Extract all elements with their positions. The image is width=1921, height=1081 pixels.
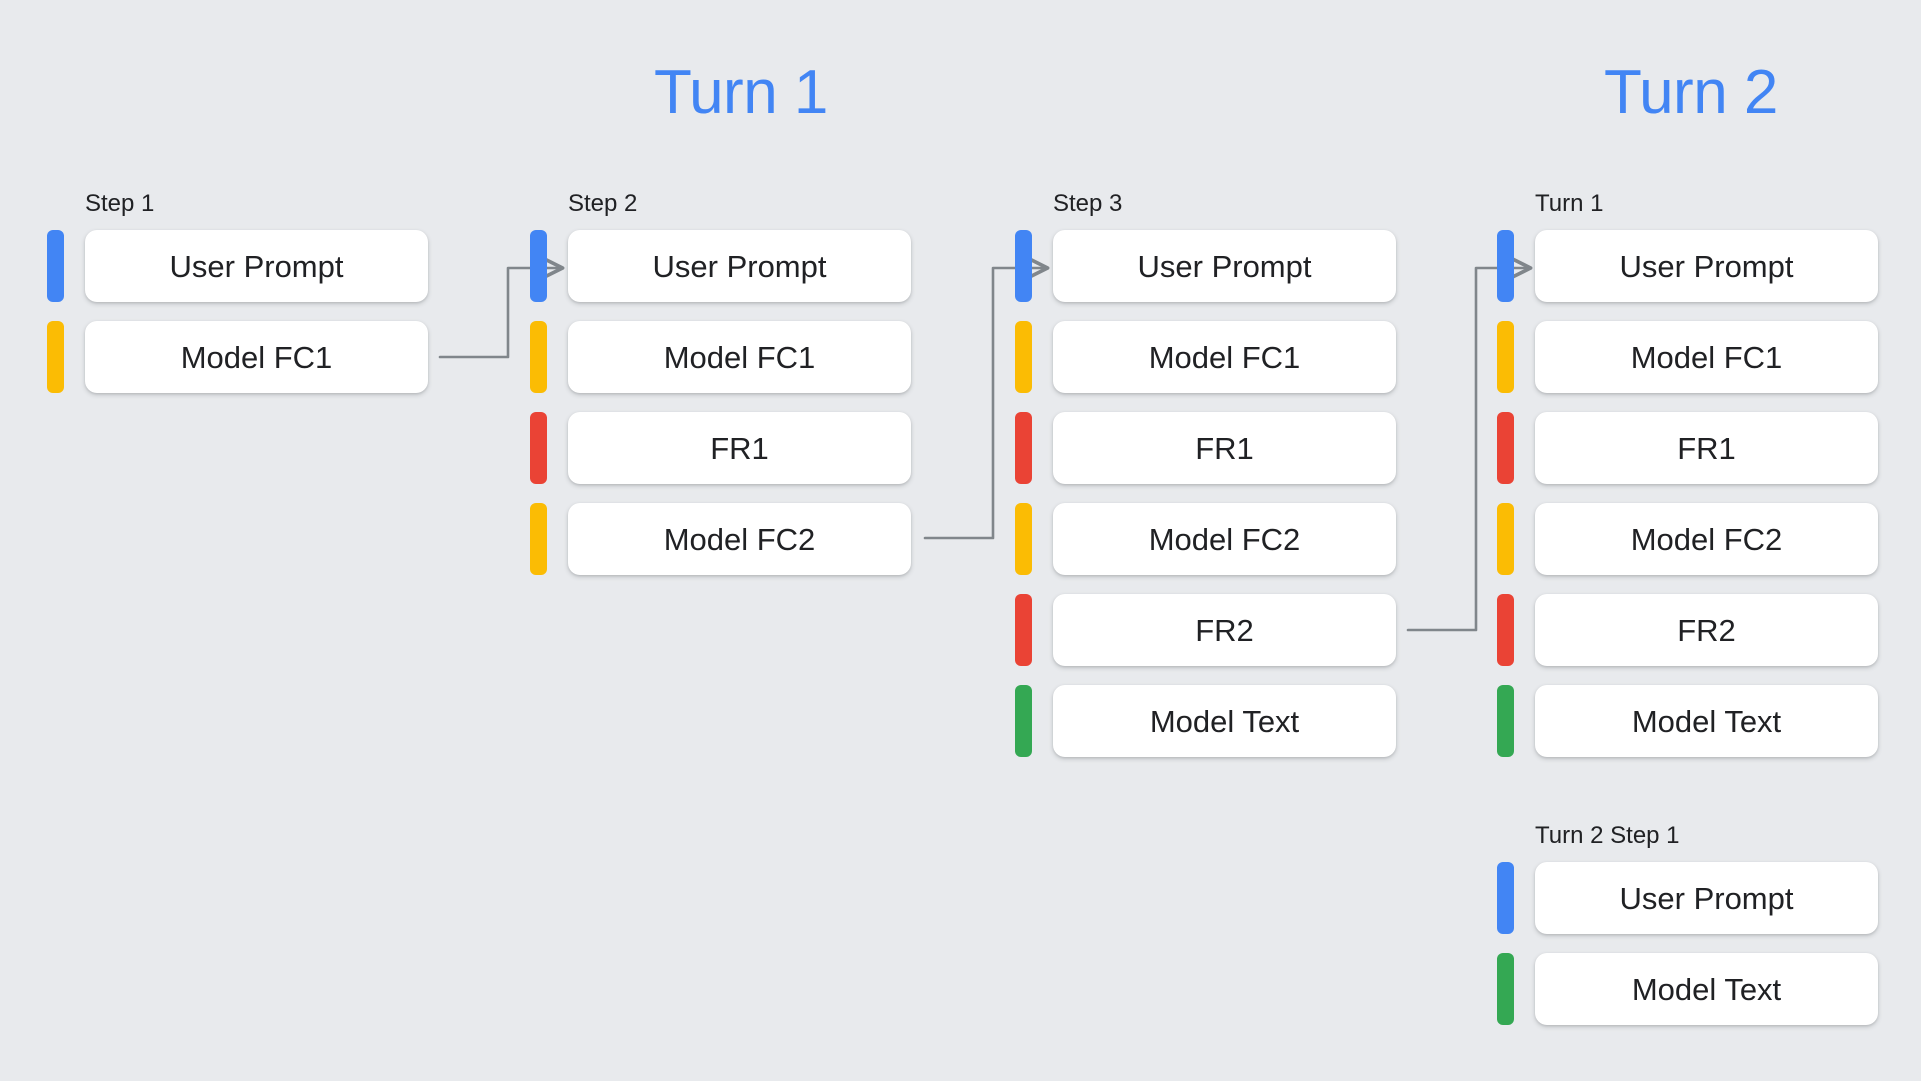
message-row[interactable]: FR1	[530, 412, 911, 484]
role-color-bar-green	[1497, 953, 1514, 1025]
message-row[interactable]: Model FC1	[1015, 321, 1396, 393]
role-color-bar-yellow	[47, 321, 64, 393]
role-color-bar-red	[1497, 412, 1514, 484]
message-row[interactable]: Model FC1	[1497, 321, 1878, 393]
message-card-label: FR2	[1195, 612, 1254, 648]
turn-1-heading: Turn 1	[654, 58, 828, 127]
message-card-label: User Prompt	[652, 248, 827, 284]
role-color-bar-red	[1497, 594, 1514, 666]
message-card-label: Model FC2	[1148, 521, 1301, 557]
message-card[interactable]: Model FC1	[1535, 321, 1878, 393]
message-card[interactable]: User Prompt	[85, 230, 428, 302]
message-card[interactable]: Model FC1	[1053, 321, 1396, 393]
column-label-step-3: Step 3	[1053, 190, 1123, 217]
message-card[interactable]: Model FC1	[85, 321, 428, 393]
message-card-label: FR1	[1195, 430, 1254, 466]
message-row[interactable]: FR2	[1497, 594, 1878, 666]
message-row[interactable]: User Prompt	[1015, 230, 1396, 302]
message-card[interactable]: FR1	[568, 412, 911, 484]
message-card[interactable]: User Prompt	[1535, 230, 1878, 302]
role-color-bar-blue	[1497, 230, 1514, 302]
message-row[interactable]: Model Text	[1497, 685, 1878, 757]
message-card-label: Model FC1	[1630, 339, 1783, 375]
message-card[interactable]: Model FC2	[1535, 503, 1878, 575]
column-label-turn-2-step-1: Turn 2 Step 1	[1535, 822, 1680, 849]
role-color-bar-yellow	[1497, 321, 1514, 393]
message-row[interactable]: User Prompt	[47, 230, 428, 302]
message-card-label: Model FC1	[1148, 339, 1301, 375]
message-row[interactable]: User Prompt	[530, 230, 911, 302]
message-row[interactable]: Model Text	[1015, 685, 1396, 757]
message-row[interactable]: FR1	[1497, 412, 1878, 484]
column-label-step-2: Step 2	[568, 190, 638, 217]
message-row[interactable]: Model FC2	[1497, 503, 1878, 575]
message-row[interactable]: Model FC2	[530, 503, 911, 575]
message-card[interactable]: FR2	[1053, 594, 1396, 666]
message-card-label: Model FC2	[663, 521, 816, 557]
message-card[interactable]: FR2	[1535, 594, 1878, 666]
message-card-label: FR1	[1677, 430, 1736, 466]
message-card-label: Model Text	[1631, 971, 1782, 1007]
role-color-bar-yellow	[1015, 321, 1032, 393]
message-card-label: User Prompt	[1137, 248, 1312, 284]
message-row[interactable]: Model FC1	[47, 321, 428, 393]
message-card[interactable]: Model FC2	[1053, 503, 1396, 575]
message-card[interactable]: Model Text	[1535, 953, 1878, 1025]
message-card-label: FR2	[1677, 612, 1736, 648]
message-row[interactable]: FR2	[1015, 594, 1396, 666]
column-label-turn-2-turn-1: Turn 1	[1535, 190, 1604, 217]
message-row[interactable]: Model FC2	[1015, 503, 1396, 575]
message-row[interactable]: FR1	[1015, 412, 1396, 484]
message-card[interactable]: Model FC1	[568, 321, 911, 393]
role-color-bar-red	[530, 412, 547, 484]
role-color-bar-yellow	[1497, 503, 1514, 575]
message-card[interactable]: Model FC2	[568, 503, 911, 575]
message-card-label: Model FC2	[1630, 521, 1783, 557]
role-color-bar-blue	[1497, 862, 1514, 934]
message-card[interactable]: User Prompt	[1053, 230, 1396, 302]
role-color-bar-red	[1015, 412, 1032, 484]
turn-2-heading: Turn 2	[1604, 58, 1778, 127]
message-row[interactable]: Model Text	[1497, 953, 1878, 1025]
message-row[interactable]: User Prompt	[1497, 230, 1878, 302]
message-card[interactable]: Model Text	[1535, 685, 1878, 757]
message-card-label: Model Text	[1631, 703, 1782, 739]
message-card-label: User Prompt	[169, 248, 344, 284]
role-color-bar-yellow	[1015, 503, 1032, 575]
role-color-bar-blue	[47, 230, 64, 302]
message-card[interactable]: FR1	[1053, 412, 1396, 484]
role-color-bar-green	[1015, 685, 1032, 757]
role-color-bar-yellow	[530, 503, 547, 575]
message-card-label: Model FC1	[180, 339, 333, 375]
role-color-bar-blue	[530, 230, 547, 302]
message-card-label: Model Text	[1149, 703, 1300, 739]
role-color-bar-green	[1497, 685, 1514, 757]
message-card[interactable]: User Prompt	[1535, 862, 1878, 934]
message-card-label: User Prompt	[1619, 880, 1794, 916]
message-card-label: User Prompt	[1619, 248, 1794, 284]
message-card-label: FR1	[710, 430, 769, 466]
message-card[interactable]: User Prompt	[568, 230, 911, 302]
role-color-bar-yellow	[530, 321, 547, 393]
message-card[interactable]: FR1	[1535, 412, 1878, 484]
role-color-bar-blue	[1015, 230, 1032, 302]
message-card[interactable]: Model Text	[1053, 685, 1396, 757]
message-row[interactable]: Model FC1	[530, 321, 911, 393]
message-card-label: Model FC1	[663, 339, 816, 375]
column-label-step-1: Step 1	[85, 190, 155, 217]
role-color-bar-red	[1015, 594, 1032, 666]
message-row[interactable]: User Prompt	[1497, 862, 1878, 934]
